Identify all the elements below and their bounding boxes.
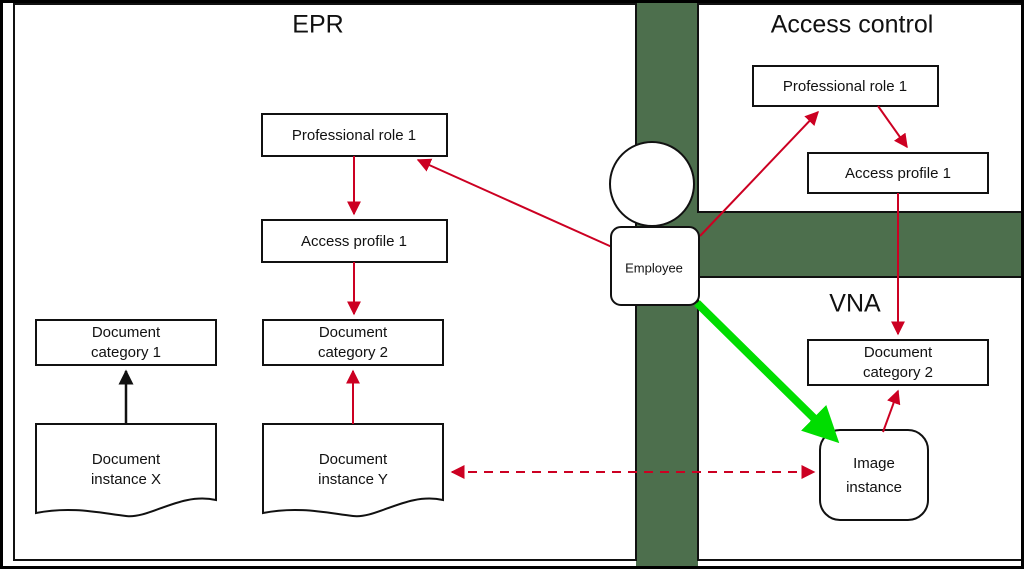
panel-title-access-control: Access control (771, 11, 934, 39)
node-label-line2: category 2 (318, 344, 388, 361)
node-label-line2: category 1 (91, 344, 161, 361)
node-epr-document-category-1[interactable]: Document category 1 (35, 319, 217, 366)
edge-ac-role-to-ac-profile (877, 105, 908, 149)
node-label: Access profile 1 (845, 165, 951, 182)
node-label-line2: category 2 (863, 364, 933, 381)
panel-title-epr: EPR (292, 11, 343, 39)
node-label-line1: Document (92, 451, 161, 468)
node-epr-professional-role[interactable]: Professional role 1 (261, 113, 448, 157)
node-ac-access-profile[interactable]: Access profile 1 (807, 152, 989, 194)
node-label: Professional role 1 (292, 127, 416, 144)
edge-vna-image-to-category2 (882, 389, 901, 433)
node-label-line1: Image (853, 455, 895, 472)
node-ac-professional-role[interactable]: Professional role 1 (752, 65, 939, 107)
node-label-line2: instance Y (318, 471, 388, 488)
node-epr-document-category-2[interactable]: Document category 2 (262, 319, 444, 366)
employee-head-icon (609, 141, 695, 227)
node-label: Access profile 1 (301, 233, 407, 250)
actor-label: Employee (625, 260, 683, 275)
node-epr-document-instance-y[interactable]: Document instance Y (262, 423, 444, 518)
node-label-line1: Document (864, 344, 933, 361)
actor-employee[interactable]: Employee (609, 141, 700, 306)
node-label-line2: instance (846, 479, 902, 496)
node-epr-document-instance-x[interactable]: Document instance X (35, 423, 217, 518)
employee-body-shape (610, 226, 700, 306)
node-vna-document-category-2[interactable]: Document category 2 (807, 339, 989, 386)
edge-employee-to-epr-role (416, 158, 613, 248)
edge-employee-to-ac-role (699, 110, 819, 237)
node-label: Professional role 1 (783, 78, 907, 95)
node-label-line2: instance X (91, 471, 161, 488)
node-label-line1: Document (319, 451, 388, 468)
horizontal-green-band (698, 210, 1024, 278)
panel-title-vna: VNA (829, 290, 881, 318)
node-label-line1: Document (319, 324, 388, 341)
node-vna-image-instance[interactable]: Image instance (819, 429, 929, 521)
edge-employee-to-image-instance (694, 300, 840, 444)
node-epr-access-profile[interactable]: Access profile 1 (261, 219, 448, 263)
node-label-line1: Document (92, 324, 161, 341)
